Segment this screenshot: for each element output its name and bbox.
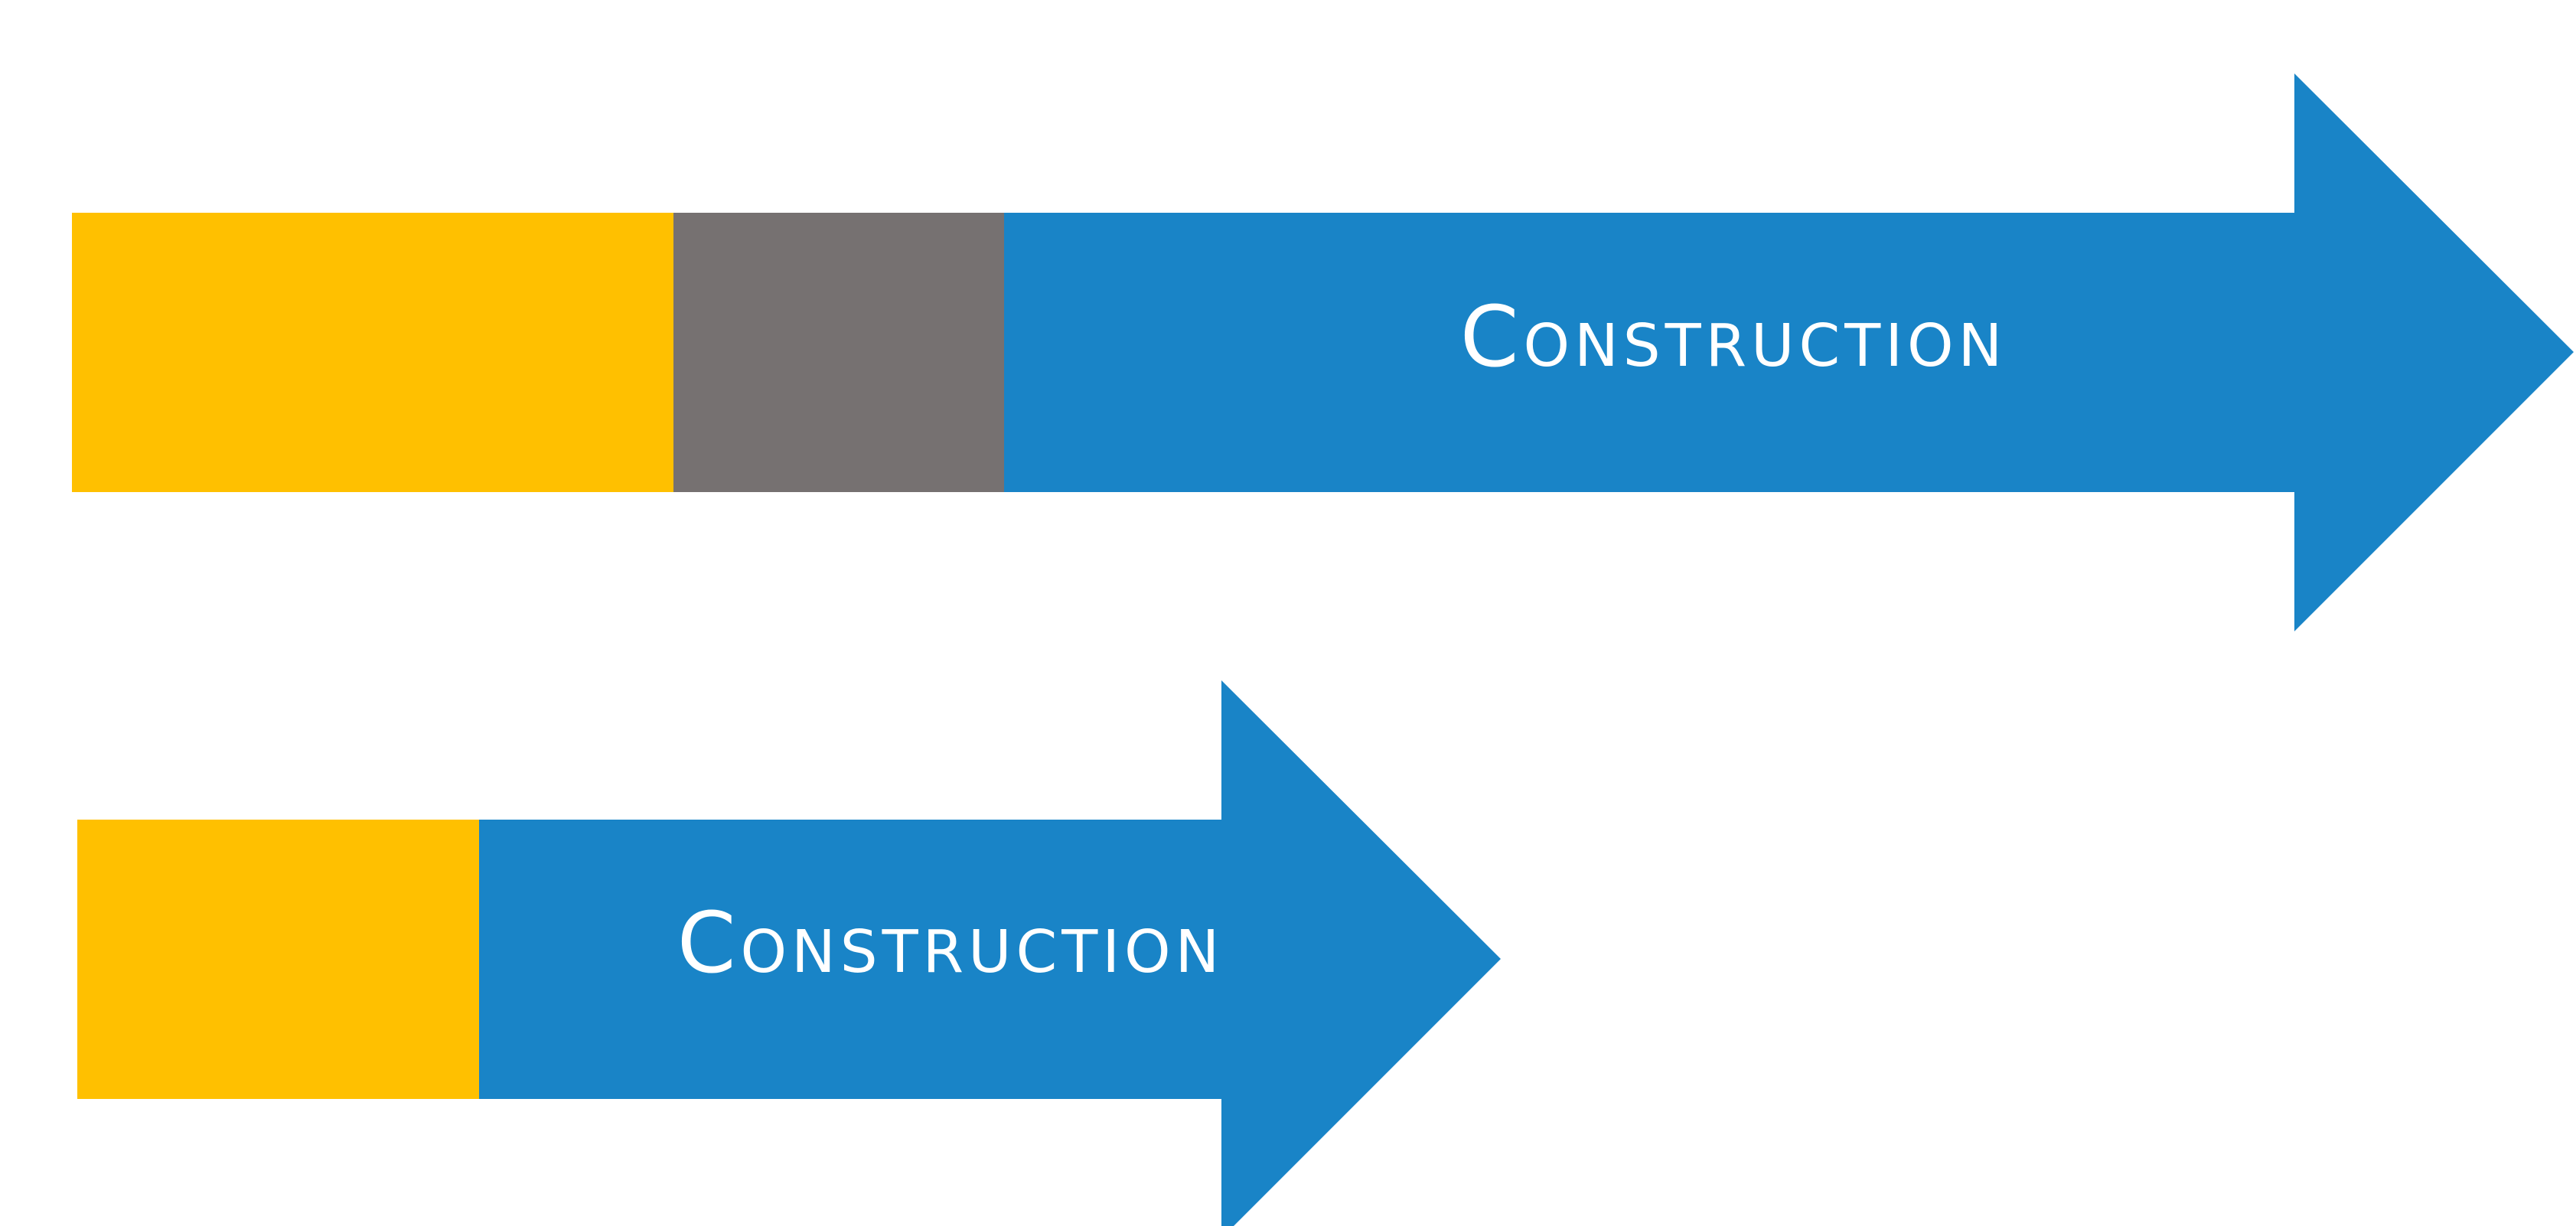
- arrow-bottom-label: Construction: [677, 894, 1224, 992]
- arrow-top: Construction: [72, 73, 2574, 631]
- arrow-top-label: Construction: [1460, 288, 2007, 386]
- arrow-bottom-blue-arrow: [479, 680, 1501, 1226]
- arrow-bottom: Construction: [77, 680, 1501, 1226]
- arrow-top-gray-segment: [673, 213, 1004, 492]
- arrow-top-yellow-segment: [72, 213, 673, 492]
- arrow-bottom-yellow-segment: [77, 820, 479, 1099]
- arrow-top-blue-arrow: [1004, 73, 2574, 631]
